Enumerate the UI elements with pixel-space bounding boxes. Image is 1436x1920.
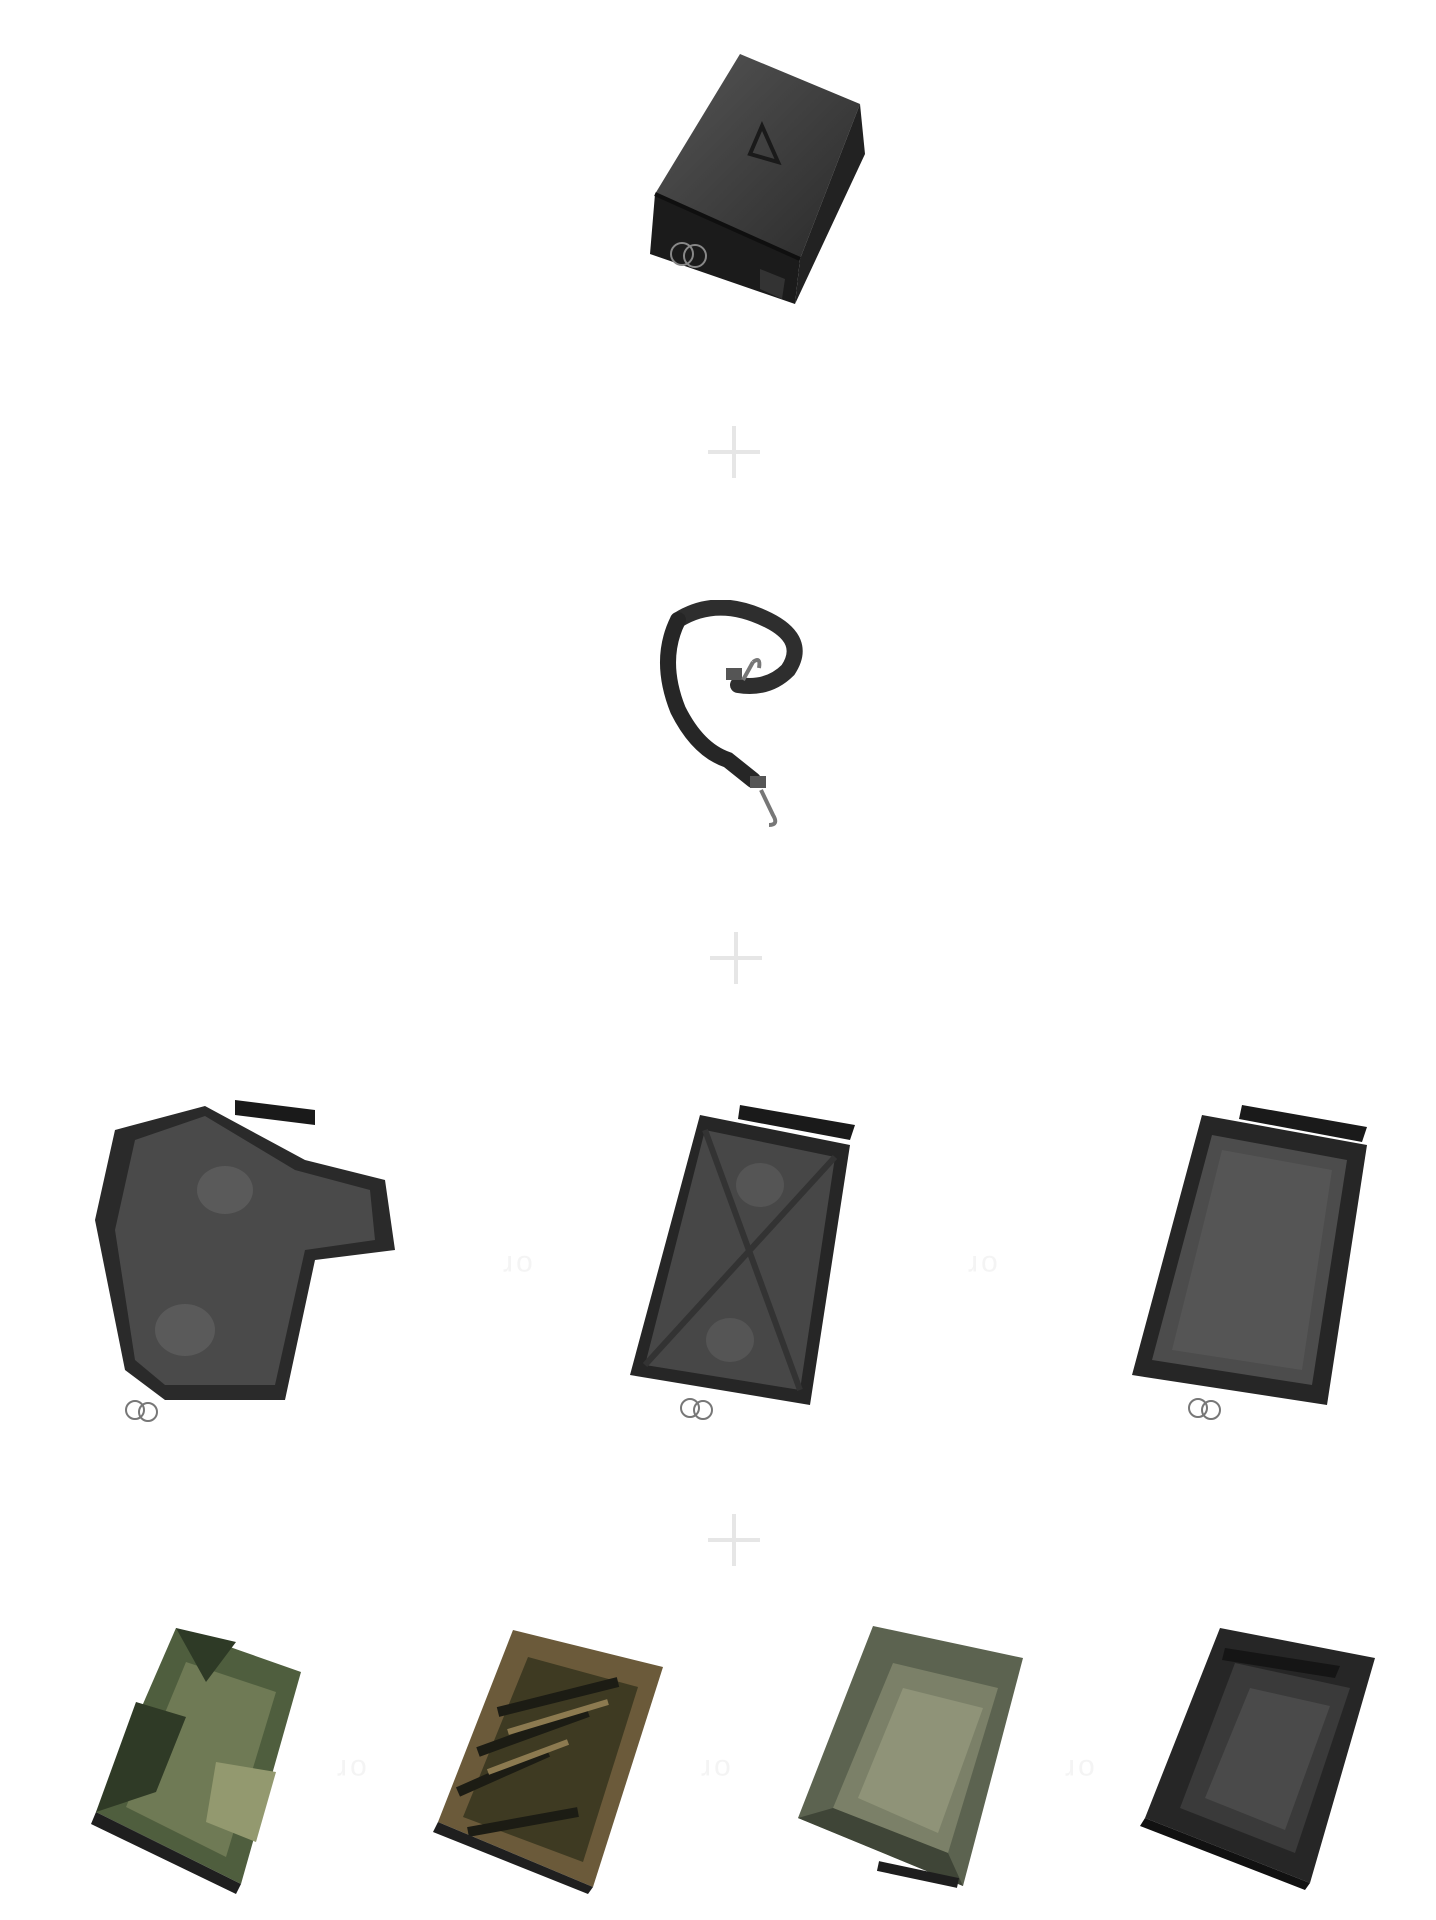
or-separator-row3-1: or bbox=[500, 1249, 533, 1282]
or-separator-row4-2: or bbox=[698, 1753, 731, 1786]
insert-black-product-image bbox=[1140, 1618, 1380, 1890]
panel-x-product-image bbox=[610, 1105, 865, 1425]
panel-x-icon bbox=[630, 1105, 855, 1420]
plus-separator-2 bbox=[710, 932, 762, 984]
insert-green-icon bbox=[798, 1626, 1023, 1888]
panel-padded-icon bbox=[1132, 1105, 1367, 1420]
insert-tiger-icon bbox=[433, 1630, 663, 1894]
case-product-image bbox=[610, 44, 870, 314]
plus-separator-1 bbox=[708, 426, 760, 478]
insert-tiger-product-image bbox=[418, 1622, 668, 1894]
case-icon bbox=[650, 54, 865, 304]
insert-woodland-product-image bbox=[66, 1622, 306, 1894]
strap-icon bbox=[660, 600, 803, 827]
panel-flap-icon bbox=[95, 1100, 395, 1422]
insert-black-icon bbox=[1140, 1628, 1375, 1890]
panel-flap-product-image bbox=[55, 1100, 395, 1430]
insert-woodland-icon bbox=[91, 1628, 301, 1894]
insert-green-product-image bbox=[788, 1618, 1028, 1894]
panel-padded-product-image bbox=[1112, 1105, 1372, 1425]
or-separator-row4-3: or bbox=[1062, 1753, 1095, 1786]
strap-product-image bbox=[658, 600, 818, 830]
or-separator-row3-2: or bbox=[965, 1249, 998, 1282]
or-separator-row4-1: or bbox=[334, 1753, 367, 1786]
plus-separator-3 bbox=[708, 1514, 760, 1566]
